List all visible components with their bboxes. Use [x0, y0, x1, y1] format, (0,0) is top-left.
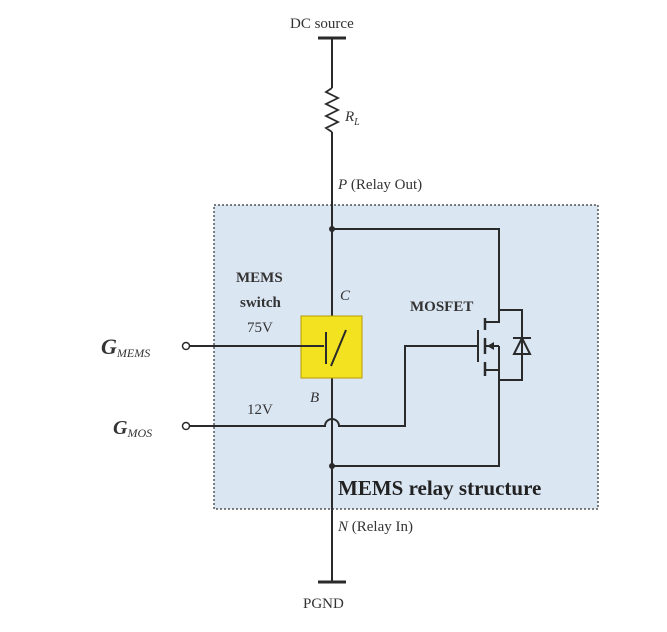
wire-drain — [332, 228, 500, 298]
mems-switch-label-line1: MEMS — [236, 270, 283, 286]
mems-relay-structure-label: MEMS relay structure — [338, 476, 541, 500]
g-mems-label: GMEMS — [101, 334, 150, 360]
voltage-12v-label: 12V — [247, 402, 273, 418]
g-mos-label: GMOS — [113, 417, 152, 440]
mems-switch-label-line2: switch — [240, 295, 281, 311]
resistor-rl-label: RL — [344, 109, 360, 128]
mems-switch-contact-blade — [330, 329, 347, 367]
voltage-75v-label: 75V — [247, 320, 273, 336]
node-p-label: P (Relay Out) — [337, 177, 422, 193]
mosfet-symbol — [477, 298, 532, 385]
mosfet-label: MOSFET — [410, 299, 473, 315]
node-b-label: B — [310, 390, 319, 406]
wire-source — [332, 385, 500, 467]
g-mos-terminal — [181, 421, 191, 431]
resistor-rl-symbol — [323, 87, 341, 133]
node-c-label: C — [340, 288, 351, 304]
node-n-label: N (Relay In) — [337, 519, 413, 535]
dc-source-label: DC source — [290, 16, 354, 32]
g-mems-terminal — [181, 341, 191, 351]
pgnd-label: PGND — [303, 596, 344, 612]
wire-g-mos — [190, 345, 478, 427]
